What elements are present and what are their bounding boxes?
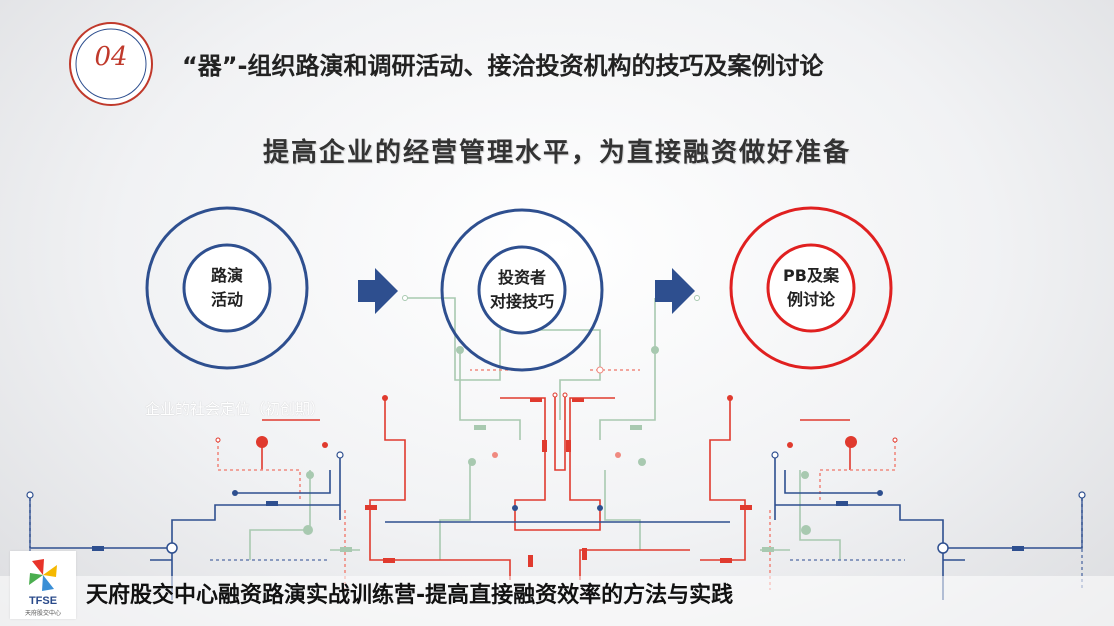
arrow-right-icon <box>358 268 398 314</box>
step-3-label-line2: 例讨论 <box>786 290 835 309</box>
step-1-label-line2: 活动 <box>210 290 243 309</box>
step-3-circle <box>729 206 893 370</box>
logo-name: TFSE <box>28 595 58 607</box>
step-3-label: PB及案 例讨论 <box>769 264 853 312</box>
section-number-badge <box>69 22 153 106</box>
slide-subtitle: 提高企业的经营管理水平，为直接融资做好准备 <box>262 138 851 168</box>
step-2-circle <box>440 208 604 372</box>
step-2-label-line2: 对接技巧 <box>489 292 554 311</box>
step-1-label: 路演 活动 <box>187 264 267 312</box>
page-title: “器”-组织路演和调研活动、接洽投资机构的技巧及案例讨论 <box>182 52 824 80</box>
step-1-label-line1: 路演 <box>210 266 243 285</box>
step-2-label: 投资者 对接技巧 <box>477 266 567 314</box>
step-3-label-line1: PB及案 <box>783 266 839 285</box>
arrow-right-icon <box>655 268 695 314</box>
step-2-label-line1: 投资者 <box>497 268 546 287</box>
step-1-circle <box>145 206 309 370</box>
footer-title: 天府股交中心融资路演实战训练营-提高直接融资效率的方法与实践 <box>86 583 734 608</box>
section-number: 04 <box>94 42 128 72</box>
logo-subtitle: 天府股交中心 <box>24 610 61 617</box>
tfse-logo-icon <box>29 559 57 591</box>
logo <box>10 551 76 619</box>
footer-bar <box>0 576 1114 626</box>
faint-caption: 企业的社会定位（初创期） <box>145 400 326 418</box>
